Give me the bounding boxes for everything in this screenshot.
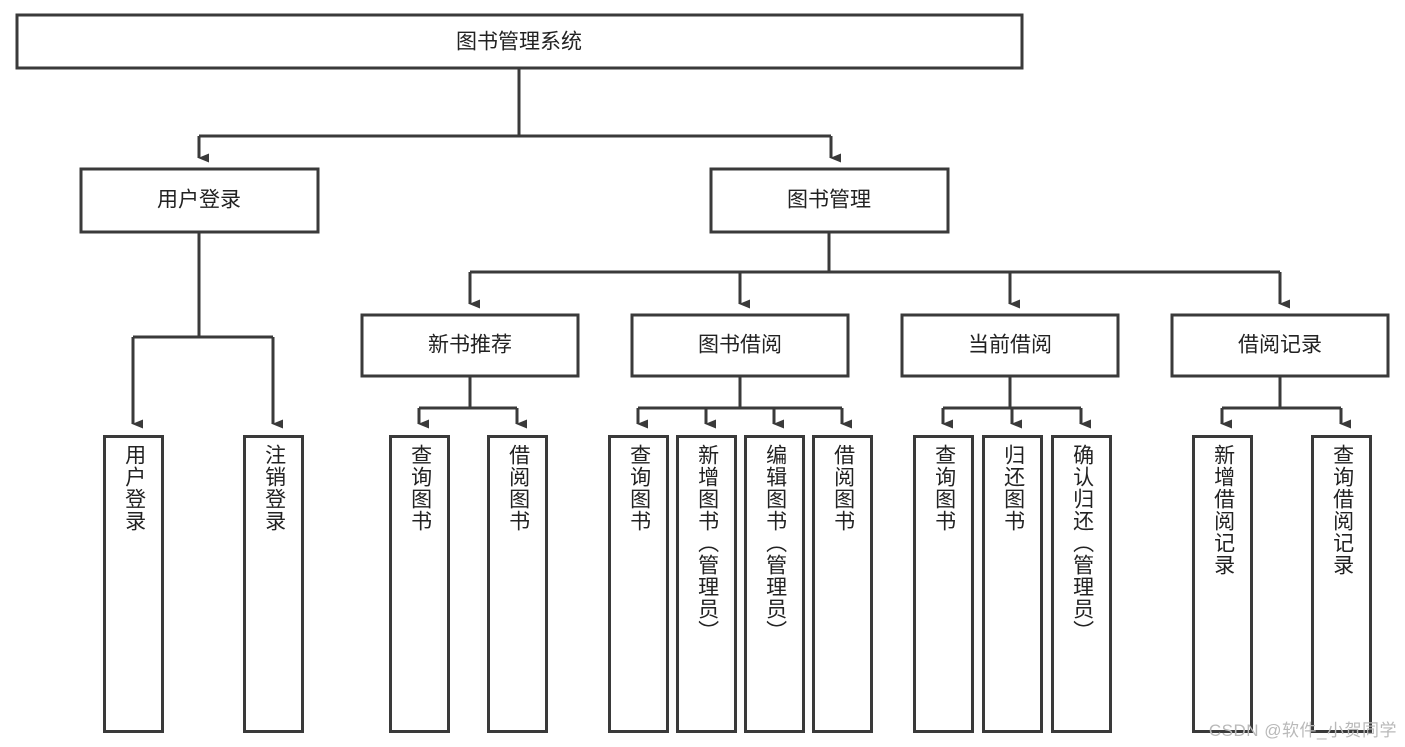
leaf-label: 查询图书 xyxy=(408,444,432,532)
node-new-book-recommend-box[interactable] xyxy=(360,313,580,378)
node-book-borrow-box[interactable] xyxy=(630,313,850,378)
node-user-login[interactable]: 用户登录 xyxy=(79,167,320,234)
node-root-label: 图书管理系统 xyxy=(456,31,582,54)
leaf-label: 查询借阅记录 xyxy=(1330,444,1354,576)
node-borrow-record-label: 借阅记录 xyxy=(1238,334,1322,357)
leaf-node-borrow-book[interactable]: 借阅图书 xyxy=(812,435,873,733)
connector-root-to-level2 xyxy=(197,68,841,163)
leaf-node-add-book-admin[interactable]: 新增图书（管理员） xyxy=(676,435,737,733)
node-borrow-record-box[interactable] xyxy=(1170,313,1390,378)
node-user-login-box[interactable] xyxy=(79,167,320,234)
watermark: CSDN @软件_小贺同学 xyxy=(1208,721,1397,740)
leaf-node-query-book-current[interactable]: 查询图书 xyxy=(913,435,974,733)
node-root-box[interactable] xyxy=(15,13,1024,70)
node-book-management[interactable]: 图书管理 xyxy=(709,167,950,234)
node-borrow-record[interactable]: 借阅记录 xyxy=(1170,313,1390,378)
connector-borrowrecord-to-leaves xyxy=(1220,376,1351,429)
leaf-label: 归还图书 xyxy=(1001,444,1025,532)
node-book-management-box[interactable] xyxy=(709,167,950,234)
leaf-node-user-login[interactable]: 用户登录 xyxy=(103,435,164,733)
leaf-node-query-book-newbook[interactable]: 查询图书 xyxy=(389,435,450,733)
leaf-label: 查询图书 xyxy=(932,444,956,532)
node-current-borrow[interactable]: 当前借阅 xyxy=(900,313,1120,378)
leaf-label: 注销登录 xyxy=(262,444,286,532)
leaf-label: 借阅图书 xyxy=(506,444,530,532)
leaf-label: 编辑图书（管理员） xyxy=(763,444,787,642)
leaf-node-logout[interactable]: 注销登录 xyxy=(243,435,304,733)
leaf-node-add-borrow-record[interactable]: 新增借阅记录 xyxy=(1192,435,1253,733)
connector-borrowbook-to-leaves xyxy=(636,376,852,429)
leaf-node-query-borrow-record[interactable]: 查询借阅记录 xyxy=(1311,435,1372,733)
leaf-node-borrow-book-newbook[interactable]: 借阅图书 xyxy=(487,435,548,733)
connector-currentborrow-to-leaves xyxy=(941,376,1091,429)
node-new-book-recommend[interactable]: 新书推荐 xyxy=(360,313,580,378)
leaf-label: 借阅图书 xyxy=(831,444,855,532)
leaf-node-query-book-borrow[interactable]: 查询图书 xyxy=(608,435,669,733)
node-new-book-recommend-label: 新书推荐 xyxy=(428,334,512,357)
node-current-borrow-box[interactable] xyxy=(900,313,1120,378)
node-book-management-label: 图书管理 xyxy=(787,189,871,212)
node-root[interactable]: 图书管理系统 xyxy=(15,13,1024,70)
node-book-borrow-label: 图书借阅 xyxy=(698,334,782,357)
connector-newbook-to-leaves xyxy=(417,376,527,429)
leaf-label: 新增借阅记录 xyxy=(1211,444,1235,576)
leaf-label: 新增图书（管理员） xyxy=(695,444,719,642)
node-current-borrow-label: 当前借阅 xyxy=(968,334,1052,357)
node-book-borrow[interactable]: 图书借阅 xyxy=(630,313,850,378)
leaf-node-return-book[interactable]: 归还图书 xyxy=(982,435,1043,733)
leaf-node-edit-book-admin[interactable]: 编辑图书（管理员） xyxy=(744,435,805,733)
leaf-node-confirm-return-admin[interactable]: 确认归还（管理员） xyxy=(1051,435,1112,733)
connector-userlogin-to-leaves xyxy=(131,232,283,429)
connector-bookmgmt-to-level3 xyxy=(468,232,1290,309)
leaf-label: 用户登录 xyxy=(122,444,146,532)
node-user-login-label: 用户登录 xyxy=(157,189,241,212)
leaf-label: 确认归还（管理员） xyxy=(1070,444,1094,642)
leaf-label: 查询图书 xyxy=(627,444,651,532)
